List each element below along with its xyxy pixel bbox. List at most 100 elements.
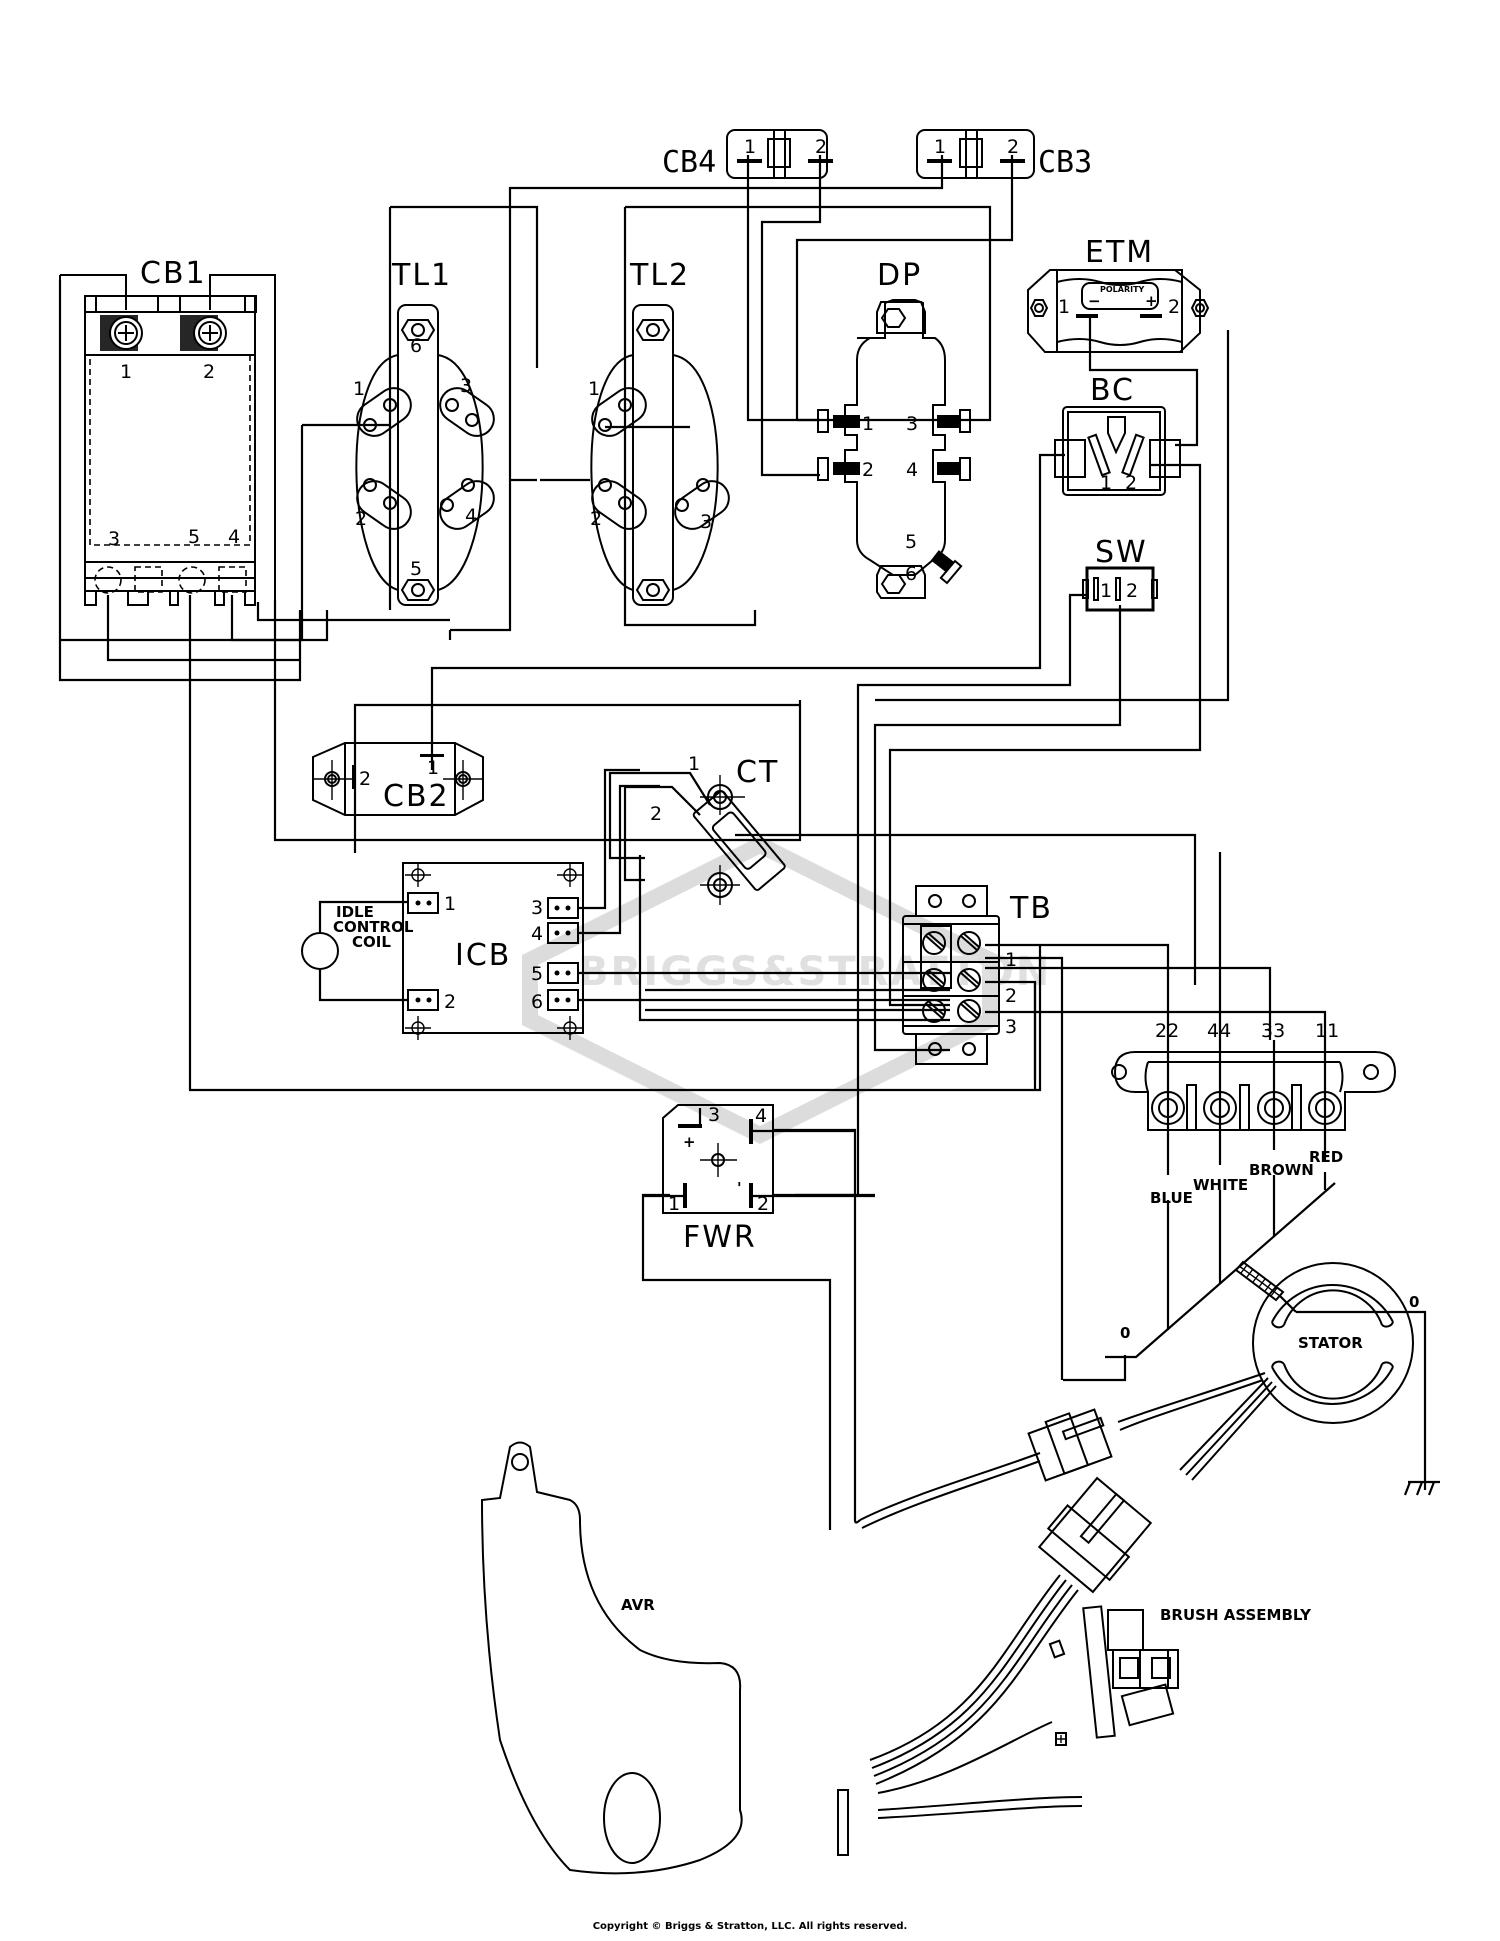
- idle-coil-label-line3: COIL: [352, 933, 391, 951]
- dp-terminal-2[interactable]: [817, 457, 860, 481]
- cb1-pin-5: 5: [188, 526, 200, 548]
- stator-leads: BLUE WHITE BROWN RED 0: [1105, 1124, 1343, 1359]
- cb1[interactable]: CB1 1 2 3 5 4: [59, 256, 276, 680]
- icb-pin-5-connector[interactable]: [547, 962, 579, 984]
- cb3[interactable]: CB3 1 2: [916, 129, 1092, 180]
- stator-zero-right: 0: [1409, 1293, 1419, 1311]
- dp-pin-3: 3: [906, 413, 918, 435]
- tl2-terminal-3[interactable]: [668, 474, 735, 535]
- sw-label: SW: [1095, 535, 1148, 570]
- bc-label: BC: [1090, 373, 1135, 408]
- cb3-pin-1: 1: [934, 136, 946, 158]
- icb-pin-3: 3: [531, 897, 543, 919]
- ground-icon: [1403, 1480, 1440, 1496]
- tb-screws: [922, 931, 981, 1023]
- tb-pin-1: 1: [1005, 949, 1017, 971]
- cb3-pin-2: 2: [1007, 136, 1019, 158]
- cb2[interactable]: CB2 1 2: [312, 742, 484, 816]
- icb-pin-2-connector[interactable]: [407, 989, 439, 1011]
- stator-label: STATOR: [1298, 1334, 1363, 1352]
- idle-coil-label-line2: CONTROL: [333, 918, 414, 936]
- terminal-44: 44: [1207, 1020, 1231, 1042]
- fwr-pin-2: 2: [757, 1193, 769, 1215]
- stator[interactable]: STATOR 0: [1234, 1260, 1419, 1424]
- cb4-pin-1: 1: [744, 136, 756, 158]
- wires: [58, 155, 1427, 1530]
- tl2-pin-3: 3: [700, 511, 712, 533]
- etm-plus-sign: +: [1145, 292, 1158, 310]
- wire-color-blue: BLUE: [1150, 1189, 1193, 1207]
- icb-pin-3-connector[interactable]: [547, 897, 579, 919]
- icb-pin-1-connector[interactable]: [407, 892, 439, 914]
- icb-pin-2: 2: [444, 991, 456, 1013]
- tl1-terminal-1[interactable]: [350, 381, 417, 442]
- tb[interactable]: TB 1 2 3: [902, 885, 1053, 1065]
- dp-terminal-3[interactable]: [937, 409, 971, 433]
- cb4[interactable]: CB4 1 2: [662, 129, 833, 180]
- dp[interactable]: DP 1 2 3 4 5 6: [817, 258, 971, 599]
- icb-pin-1: 1: [444, 893, 456, 915]
- cb4-pin-2: 2: [815, 136, 827, 158]
- tb-pin-3: 3: [1005, 1016, 1017, 1038]
- ct-pin-1: 1: [688, 753, 700, 775]
- tl1-terminal-2[interactable]: [350, 474, 417, 535]
- brush-assembly[interactable]: BRUSH ASSEMBLY: [1048, 1605, 1312, 1746]
- bc-pin-1: 1: [1100, 472, 1112, 494]
- cb1-pin-1: 1: [120, 361, 132, 383]
- tl2-terminal-2[interactable]: [585, 474, 652, 535]
- idle-control-coil[interactable]: IDLE CONTROL COIL: [301, 900, 414, 1002]
- cb2-label: CB2: [383, 779, 450, 814]
- avr[interactable]: AVR: [480, 1441, 849, 1875]
- cb4-label: CB4: [662, 145, 716, 180]
- copyright-notice: Copyright © Briggs & Stratton, LLC. All …: [592, 1921, 908, 1932]
- fwr-pin-1: 1: [668, 1193, 680, 1215]
- etm[interactable]: ETM POLARITY − + 1 2: [1027, 235, 1210, 353]
- tl2-terminal-1[interactable]: [585, 381, 652, 442]
- tl1-terminal-3[interactable]: [433, 381, 500, 442]
- ct-pin-2: 2: [650, 803, 662, 825]
- sw[interactable]: SW 1 2: [1082, 535, 1158, 612]
- icb[interactable]: ICB 1 2 3 4 5 6: [402, 768, 950, 1040]
- tl2-pin-1: 1: [588, 378, 600, 400]
- tl2[interactable]: TL2 1 2 3: [585, 258, 735, 606]
- terminal-strip[interactable]: 22 44 33 11: [1111, 852, 1397, 1131]
- stator-zero-left: 0: [1120, 1324, 1130, 1342]
- cb1-screw-1[interactable]: [100, 315, 143, 351]
- tl1-pin-6: 6: [410, 335, 422, 357]
- dp-terminal-4[interactable]: [937, 457, 971, 481]
- dp-label: DP: [877, 258, 922, 293]
- cb1-screw-2[interactable]: [180, 315, 227, 351]
- tl1-terminal-4[interactable]: [433, 474, 500, 535]
- tl2-label: TL2: [629, 258, 690, 293]
- cb1-pin-2: 2: [203, 361, 215, 383]
- etm-label: ETM: [1085, 235, 1154, 270]
- stator-connector-2[interactable]: [1037, 1476, 1153, 1594]
- ct-label: CT: [736, 755, 779, 790]
- tl2-pin-2: 2: [590, 508, 602, 530]
- dp-terminal-5[interactable]: [930, 550, 963, 585]
- tb-pin-2: 2: [1005, 985, 1017, 1007]
- stator-cable-sleeve: [1234, 1260, 1285, 1302]
- bc[interactable]: BC 1 2: [1054, 373, 1181, 496]
- tl1-pin-1: 1: [353, 378, 365, 400]
- tl1[interactable]: TL1 1 2 3 4 5 6: [350, 258, 500, 606]
- cb2-pin-1: 1: [427, 757, 439, 779]
- icb-pin-4: 4: [531, 923, 543, 945]
- fwr[interactable]: FWR 3 4 1 2 + ': [643, 1104, 875, 1255]
- dp-pin-1: 1: [862, 413, 874, 435]
- icb-pin-6: 6: [531, 991, 543, 1013]
- terminal-posts: [1151, 1084, 1342, 1131]
- tl1-label: TL1: [391, 258, 452, 293]
- icb-pin-6-connector[interactable]: [547, 989, 579, 1011]
- cb1-pin-4: 4: [228, 526, 240, 548]
- terminal-11: 11: [1315, 1020, 1339, 1042]
- wire-color-brown: BROWN: [1249, 1161, 1314, 1179]
- tl1-pin-5: 5: [410, 558, 422, 580]
- ct[interactable]: CT 1 2: [650, 753, 786, 905]
- dp-pin-6: 6: [905, 563, 917, 585]
- stator-connector-1[interactable]: [1027, 1408, 1113, 1482]
- wire-color-white: WHITE: [1193, 1176, 1248, 1194]
- dp-terminal-1[interactable]: [817, 409, 860, 433]
- etm-pin-1: 1: [1058, 296, 1070, 318]
